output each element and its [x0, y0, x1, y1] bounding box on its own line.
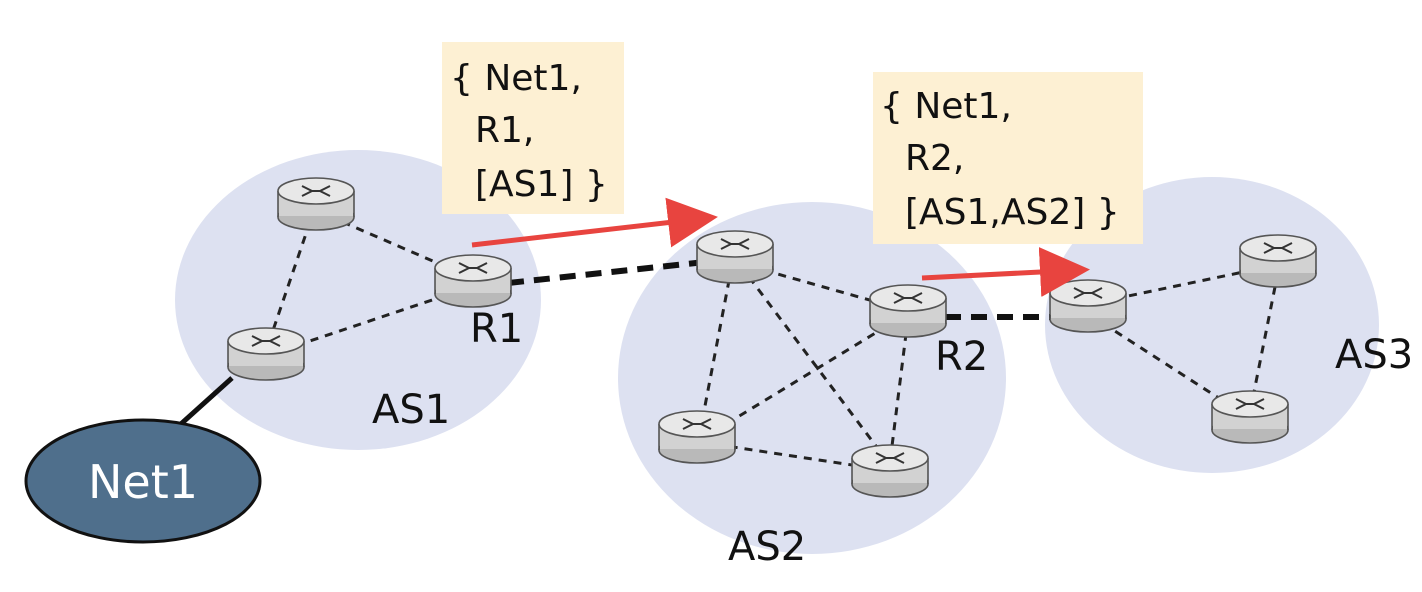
router-as1-bottom	[227, 327, 305, 381]
advertisement-arrow-1	[471, 197, 718, 248]
adv2-line1: { Net1,	[880, 86, 1012, 127]
r1-label: R1	[470, 306, 523, 352]
router-as3-bottom	[1211, 390, 1289, 444]
as1-label: AS1	[372, 387, 450, 433]
as3-label: AS3	[1335, 332, 1413, 378]
adv1-line1: { Net1,	[450, 58, 582, 99]
link-as1-b	[266, 221, 312, 346]
link-as2-e	[888, 317, 910, 463]
r2-label: R2	[935, 334, 988, 380]
adv1-line3: [AS1] }	[475, 164, 608, 205]
advertisement-box-1: { Net1, R1, [AS1] }	[442, 42, 624, 214]
link-r1-as2	[507, 259, 706, 286]
router-as2-left	[658, 410, 736, 464]
advertisement-arrow-2	[921, 247, 1090, 297]
link-as2-c	[738, 264, 890, 463]
router-as1-top	[277, 177, 355, 231]
inter-as-links	[507, 259, 1050, 320]
router-as3-left	[1049, 279, 1127, 333]
advertisement-box-2: { Net1, R2, [AS1,AS2] }	[873, 72, 1143, 244]
net1-cloud	[24, 418, 262, 544]
adv1-line2: R1,	[475, 110, 534, 151]
as2-label: AS2	[728, 524, 806, 570]
router-as2-bottom	[851, 444, 929, 498]
router-as2-top	[696, 230, 774, 284]
adv2-line3: [AS1,AS2] }	[905, 192, 1120, 233]
router-r1	[434, 254, 512, 308]
adv2-line2: R2,	[905, 138, 964, 179]
link-as2-b	[698, 264, 734, 433]
router-r2	[869, 284, 947, 338]
net1-label: Net1	[88, 455, 198, 509]
router-as3-top	[1239, 234, 1317, 288]
